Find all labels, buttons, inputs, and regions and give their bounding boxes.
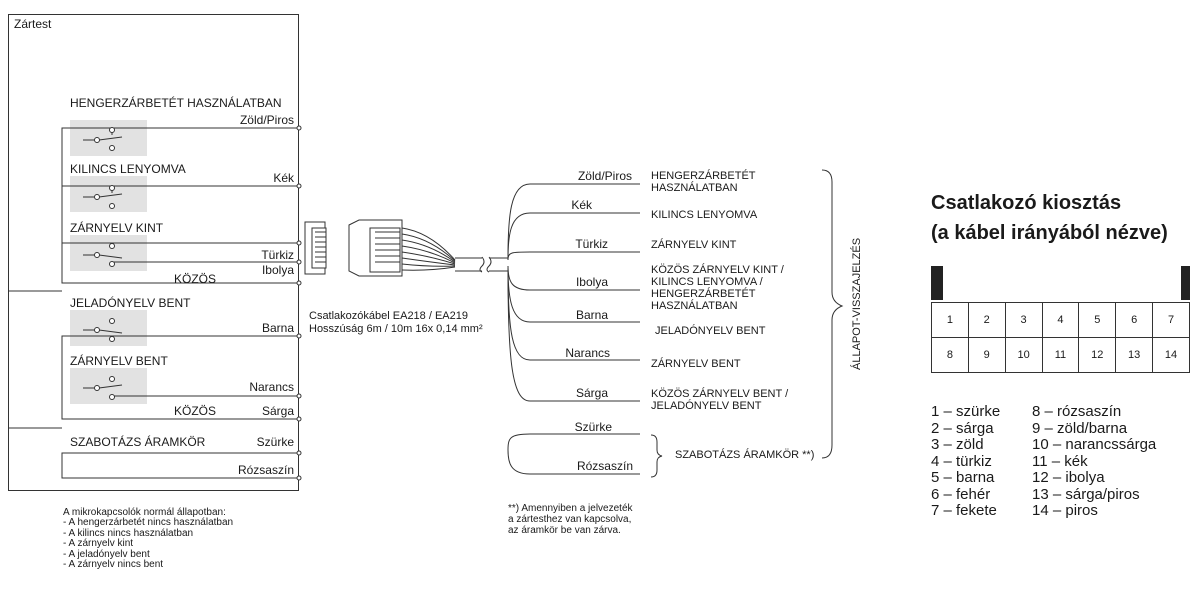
pin-legend-item: 2 – sárga — [931, 419, 994, 437]
pin-cell: 8 — [931, 337, 969, 373]
desc-hasznalatban: HASZNÁLATBAN — [651, 182, 738, 194]
footnote-line: a zártesthez van kapcsolva, — [508, 514, 632, 525]
normal-state-item: - A zárnyelv nincs bent — [63, 559, 164, 571]
pin-cell: 5 — [1078, 302, 1117, 338]
label-hengerzarbetet: HENGERZÁRBETÉT HASZNÁLATBAN — [70, 96, 282, 110]
switch-bg-5 — [70, 368, 147, 404]
sabotage-footnote: **) Amennyiben a jelvezeték a zártesthez… — [508, 503, 633, 536]
connector-key-left — [931, 266, 943, 300]
kozos-label-1: KÖZÖS — [174, 272, 217, 286]
normal-state-notes: A mikrokapcsolók normál állapotban: - A … — [63, 507, 234, 571]
cable-caption: Csatlakozókábel EA218 / EA219 Hosszúság … — [309, 310, 483, 336]
right-wire-rozsaszin: Rózsaszín — [576, 459, 633, 473]
label-zarnyelv-bent: ZÁRNYELV BENT — [70, 354, 168, 368]
pin-cell: 4 — [1041, 302, 1080, 338]
right-wire-kek: Kék — [571, 198, 592, 212]
pin-legend-item: 13 – sárga/piros — [1032, 485, 1140, 503]
desc-szabotazs: SZABOTÁZS ÁRAMKÖR **) — [675, 449, 815, 461]
pin-grid: 1 2 3 4 5 6 7 8 9 10 11 12 13 14 — [931, 302, 1190, 373]
desc-kozos-2a: KÖZÖS ZÁRNYELV BENT / — [651, 388, 789, 400]
wire-label-sarga: Sárga — [261, 404, 294, 418]
wire-label-turkiz: Türkiz — [261, 248, 294, 262]
pin-row-top: 1 2 3 4 5 6 7 — [931, 302, 1190, 338]
cable-caption-line2: Hosszúság 6m / 10m 16x 0,14 mm² — [309, 323, 483, 335]
switch-bg-2 — [70, 176, 147, 212]
normal-state-item: - A kilincs nincs használatban — [63, 527, 194, 539]
pin-legend-item: 5 – barna — [931, 469, 995, 486]
pin-legend-item: 14 – piros — [1032, 502, 1098, 519]
switch-bg-3 — [70, 235, 147, 271]
kozos-label-2: KÖZÖS — [174, 404, 217, 418]
desc-hengerzarbetet: HENGERZÁRBETÉT — [651, 170, 756, 182]
pin-legend-item: 8 – rózsaszín — [1032, 403, 1122, 420]
pin-legend-item: 10 – narancssárga — [1032, 436, 1157, 453]
pin-legend-item: 11 – kék — [1032, 452, 1088, 470]
wire-label-zold-piros: Zöld/Piros — [239, 113, 294, 127]
desc-jeladonyelv: JELADÓNYELV BENT — [655, 325, 766, 337]
right-wire-zold-piros: Zöld/Piros — [577, 169, 632, 183]
pinout-title-line1: Csatlakozó kiosztás — [931, 192, 1122, 214]
cable-caption-line1: Csatlakozókábel EA218 / EA219 — [309, 310, 468, 322]
pin-legend-item: 12 – ibolya — [1032, 469, 1105, 486]
wire-label-kek: Kék — [273, 171, 294, 185]
desc-kozos-1d: HASZNÁLATBAN — [651, 300, 738, 312]
pin-legend-item: 3 – zöld — [931, 436, 984, 453]
footnote-line: **) Amennyiben a jelvezeték — [508, 503, 633, 514]
pin-legend-item: 7 – fekete — [931, 502, 997, 519]
pin-cell: 6 — [1115, 302, 1154, 338]
pin-legend-left: 1 – szürke 2 – sárga 3 – zöld 4 – türkiz… — [931, 403, 1001, 520]
desc-kilincs: KILINCS LENYOMVA — [651, 209, 758, 221]
pin-cell: 9 — [967, 337, 1006, 373]
pin-cell: 13 — [1115, 337, 1154, 373]
right-wire-ibolya: Ibolya — [575, 275, 608, 289]
pin-cell: 7 — [1152, 302, 1190, 338]
label-jeladonyelv-bent: JELADÓNYELV BENT — [70, 296, 191, 310]
pin-legend-item: 1 – szürke — [931, 403, 1001, 420]
wire-label-ibolya: Ibolya — [261, 263, 294, 277]
pin-cell: 11 — [1041, 337, 1080, 373]
right-wire-turkiz: Türkiz — [575, 237, 608, 251]
pin-legend-item: 6 – fehér — [931, 485, 991, 503]
pin-cell: 2 — [967, 302, 1006, 338]
pin-legend-item: 9 – zöld/barna — [1032, 419, 1128, 437]
enclosure-title: Zártest — [14, 17, 52, 31]
pin-legend-right: 8 – rózsaszín 9 – zöld/barna 10 – naranc… — [1032, 403, 1157, 520]
footnote-line: az áramkör be van zárva. — [508, 525, 621, 536]
pin-cell: 3 — [1004, 302, 1043, 338]
switch-bg-1 — [70, 120, 147, 156]
right-wire-narancs: Narancs — [565, 346, 610, 360]
right-wire-szurke: Szürke — [574, 420, 612, 434]
normal-state-item: - A hengerzárbetét nincs használatban — [63, 517, 234, 529]
switch-bg-4 — [70, 310, 147, 346]
desc-zarnyelv-kint: ZÁRNYELV KINT — [651, 239, 737, 251]
desc-kozos-1c: HENGERZÁRBETÉT — [651, 288, 756, 300]
wire-label-barna: Barna — [261, 321, 294, 335]
normal-state-item: - A jeladónyelv bent — [63, 548, 150, 560]
label-kilincs: KILINCS LENYOMVA — [70, 162, 186, 176]
desc-kozos-1a: KÖZÖS ZÁRNYELV KINT / — [651, 264, 784, 276]
pin-cell: 10 — [1004, 337, 1043, 373]
pin-cell: 1 — [931, 302, 969, 338]
desc-kozos-1b: KILINCS LENYOMVA / — [651, 276, 763, 288]
right-wire-barna: Barna — [575, 308, 608, 322]
label-zarnyelv-kint: ZÁRNYELV KINT — [70, 221, 164, 235]
label-szabotazs: SZABOTÁZS ÁRAMKÖR — [70, 435, 206, 449]
pinout-title: Csatlakozó kiosztás (a kábel irányából n… — [931, 188, 1168, 248]
normal-state-item: - A zárnyelv kint — [63, 538, 134, 550]
desc-zarnyelv-bent: ZÁRNYELV BENT — [651, 358, 741, 370]
wire-label-narancs: Narancs — [249, 380, 294, 394]
pinout-title-line2: (a kábel irányából nézve) — [931, 222, 1168, 244]
desc-kozos-2b: JELADÓNYELV BENT — [651, 400, 762, 412]
pin-row-bottom: 8 9 10 11 12 13 14 — [931, 337, 1190, 373]
status-feedback-label: ÁLLAPOT-VISSZAJELZÉS — [851, 237, 863, 370]
connector-key-right — [1181, 266, 1190, 300]
pin-cell: 12 — [1078, 337, 1117, 373]
normal-state-heading: A mikrokapcsolók normál állapotban: — [63, 507, 226, 518]
wire-label-szurke: Szürke — [256, 435, 294, 449]
right-wire-sarga: Sárga — [575, 386, 608, 400]
wire-label-rozsaszin: Rózsaszín — [237, 463, 294, 477]
pin-cell: 14 — [1152, 337, 1190, 373]
pin-legend-item: 4 – türkiz — [931, 452, 992, 470]
